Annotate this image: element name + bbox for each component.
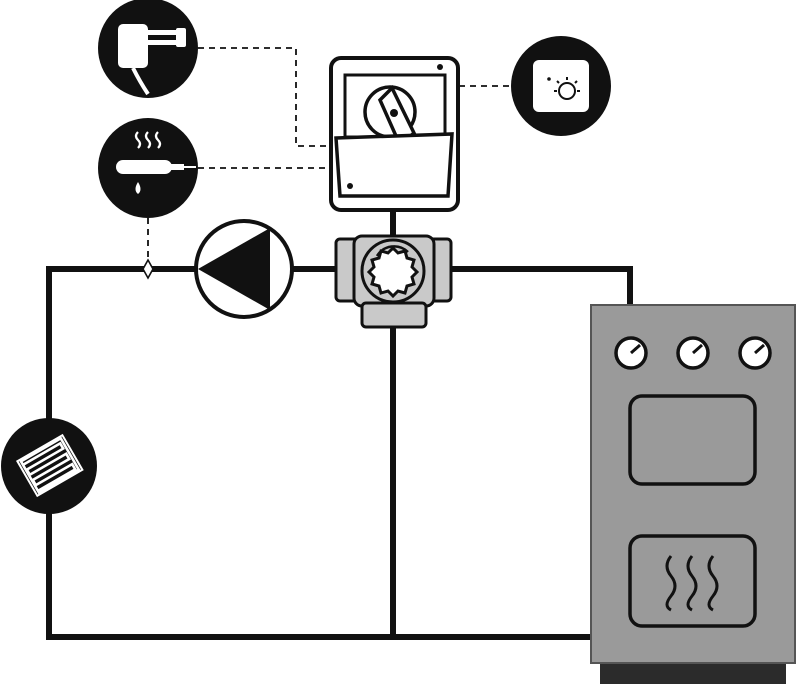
heat-waves-icon bbox=[665, 555, 719, 612]
power-adapter-icon bbox=[98, 0, 198, 98]
boiler-icon bbox=[590, 304, 796, 684]
pipe-network bbox=[46, 207, 633, 640]
boiler-dial-3[interactable] bbox=[738, 336, 772, 370]
thermostat-icon bbox=[511, 36, 611, 136]
boiler-upper-door[interactable] bbox=[628, 394, 757, 486]
valve-actuator-icon bbox=[329, 56, 460, 212]
boiler-firebox-door[interactable] bbox=[628, 534, 757, 628]
power-wire bbox=[198, 47, 332, 147]
boiler-dial-2[interactable] bbox=[676, 336, 710, 370]
pump-icon[interactable] bbox=[194, 219, 294, 319]
underfloor-heating-icon bbox=[1, 418, 97, 514]
control-wires bbox=[147, 47, 514, 262]
boiler-dial-1[interactable] bbox=[614, 336, 648, 370]
temperature-sensor-icon bbox=[98, 118, 198, 218]
sensor-clamp-icon bbox=[142, 258, 154, 280]
three-way-valve-icon[interactable] bbox=[334, 234, 453, 329]
